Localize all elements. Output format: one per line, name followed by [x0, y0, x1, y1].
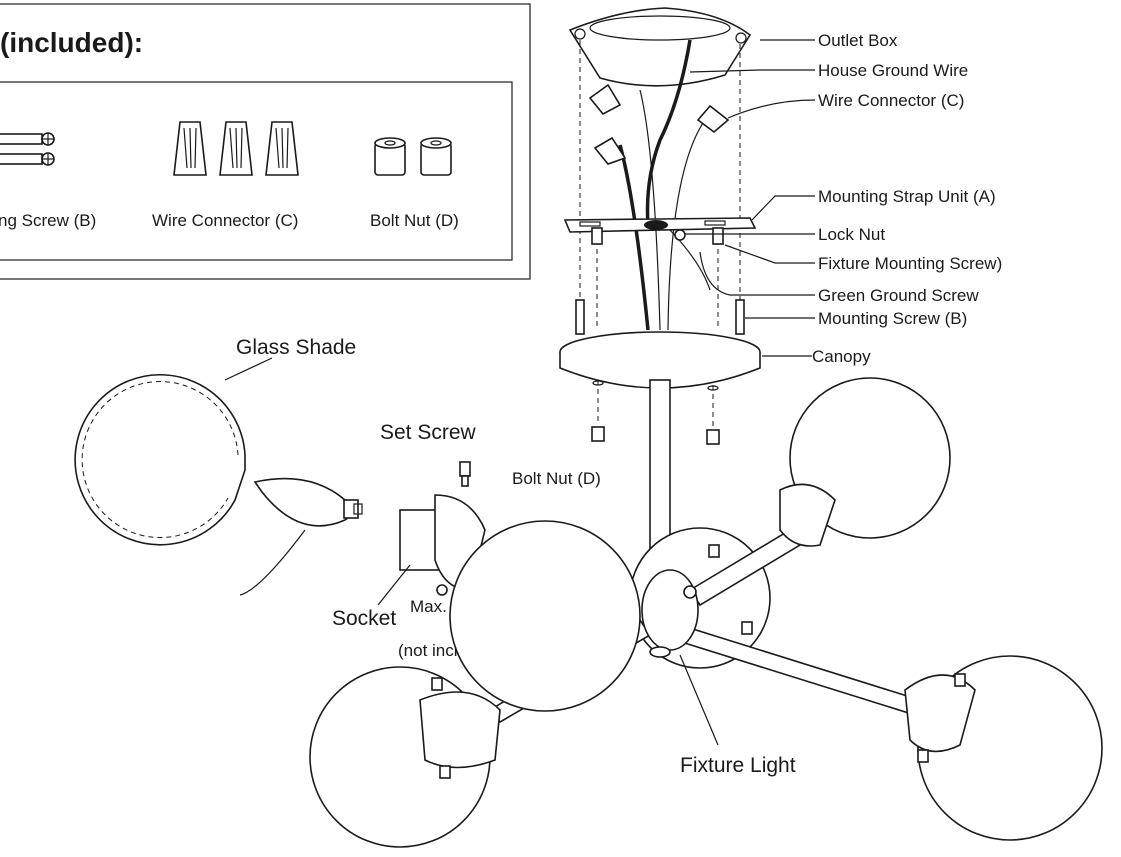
hardware-item-wire-connector: Wire Connector (C) — [152, 211, 298, 230]
label-fixture-light: Fixture Light — [680, 754, 796, 777]
hardware-box-inner-frame — [0, 81, 513, 261]
callouts: Outlet Box House Ground Wire Wire Connec… — [685, 31, 1002, 366]
label-bolt-nut: Bolt Nut (D) — [512, 469, 601, 488]
callout-mounting-screw: Mounting Screw (B) — [818, 309, 967, 328]
socket-cup — [779, 483, 836, 547]
hardware-item-bolt-nut: Bolt Nut (D) — [370, 211, 459, 230]
outlet-box-icon — [568, 7, 752, 87]
callout-green-ground-screw: Green Ground Screw — [818, 286, 979, 305]
socket-icon — [399, 494, 486, 596]
wire-connector-icon — [173, 121, 299, 176]
callout-fixture-mounting-screw: Fixture Mounting Screw) — [818, 254, 1002, 273]
callout-lock-nut: Lock Nut — [818, 225, 885, 244]
wire-connector-icon — [588, 83, 730, 165]
set-screw-icon — [459, 461, 471, 487]
mounting-strap-icon — [563, 217, 757, 245]
hardware-item-mounting-screw: ng Screw (B) — [0, 211, 96, 230]
bulb-icon — [253, 477, 363, 527]
shade-bulb-detail: Glass Shade Max. 40W Type B Bulb (not in… — [74, 336, 601, 660]
bolt-nut-icon — [374, 137, 452, 176]
bolt-nut-icon — [591, 426, 720, 445]
label-set-screw: Set Screw — [380, 421, 477, 444]
callout-outlet-box: Outlet Box — [818, 31, 898, 50]
hardware-box-title: (included): — [0, 27, 143, 58]
socket-cup — [904, 674, 976, 753]
mounting-screw-icon — [0, 132, 55, 166]
callout-wire-connector: Wire Connector (C) — [818, 91, 964, 110]
glass-shade-icon — [74, 373, 246, 546]
callout-house-ground-wire: House Ground Wire — [818, 61, 968, 80]
socket-cup — [419, 691, 501, 769]
mounting-screw-icon — [575, 299, 745, 335]
label-socket: Socket — [332, 607, 396, 630]
label-glass-shade: Glass Shade — [236, 336, 356, 359]
callout-mounting-strap: Mounting Strap Unit (A) — [818, 187, 996, 206]
canopy-icon — [559, 331, 761, 391]
callout-canopy: Canopy — [812, 347, 871, 366]
hardware-box: (included): ng Screw (B) — [0, 3, 531, 280]
arm — [673, 624, 922, 716]
fixture-body: Fixture Light — [309, 377, 1103, 848]
globe — [449, 520, 641, 712]
ceiling-assembly — [559, 7, 761, 445]
hub — [641, 569, 699, 651]
hardware-box-outer-frame — [0, 3, 531, 280]
